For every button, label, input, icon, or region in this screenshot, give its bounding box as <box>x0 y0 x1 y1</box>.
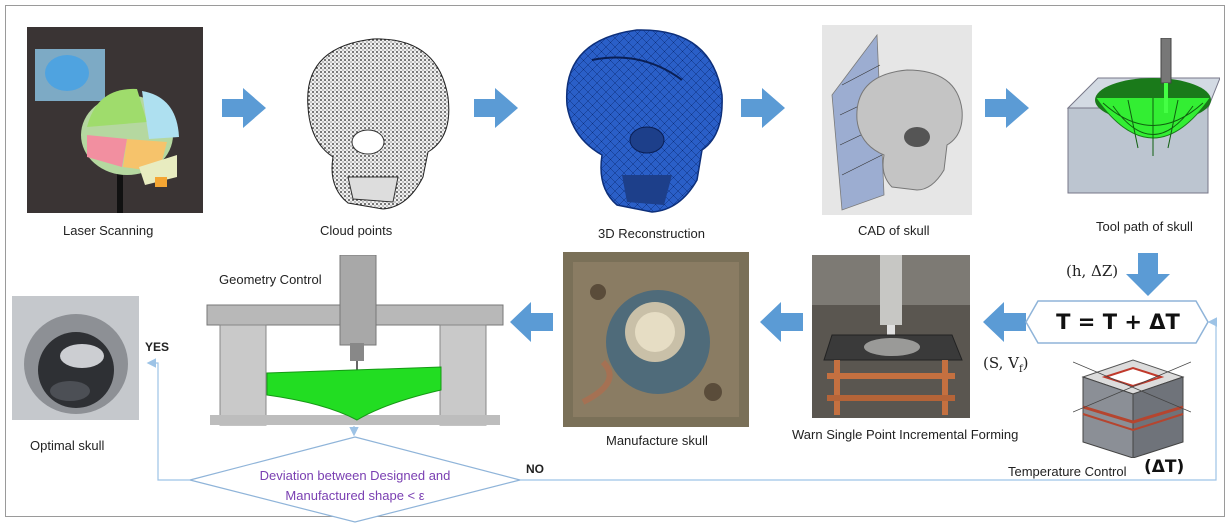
arrow-right-2 <box>474 88 518 128</box>
label-cloud-points: Cloud points <box>320 223 392 238</box>
arrow-right-1 <box>222 88 266 128</box>
arrow-left-3 <box>510 302 553 342</box>
spif-setup-photo <box>812 255 970 418</box>
arrow-down <box>1126 253 1170 296</box>
label-manufacture-skull: Manufacture skull <box>606 433 708 448</box>
tool-path-render <box>1058 38 1220 203</box>
equation-text: T = T + ΔT <box>1033 300 1203 344</box>
arrow-left-1 <box>983 302 1026 342</box>
reconstruction-skull <box>552 20 732 220</box>
cad-skull <box>822 25 972 215</box>
manufacture-skull-photo <box>563 252 749 427</box>
param-h-dz: (h, ΔZ) <box>1066 262 1118 280</box>
arrow-right-4 <box>985 88 1029 128</box>
label-temperature-control: Temperature Control <box>1008 464 1127 479</box>
cloud-points-skull <box>288 27 458 217</box>
decision-line-1: Deviation between Designed and <box>230 466 480 486</box>
label-3d-reconstruction: 3D Reconstruction <box>598 226 705 241</box>
laser-scanning-photo <box>27 27 203 213</box>
label-cad-of-skull: CAD of skull <box>858 223 930 238</box>
param-delta-t: (ΔT) <box>1144 457 1184 477</box>
optimal-skull-photo <box>12 296 139 420</box>
label-optimal-skull: Optimal skull <box>30 438 104 453</box>
arrow-left-2 <box>760 302 803 342</box>
label-spif: Warn Single Point Incremental Forming <box>792 427 1018 442</box>
temperature-control-device <box>1073 352 1191 458</box>
no-label: NO <box>526 462 544 476</box>
label-tool-path: Tool path of skull <box>1096 219 1193 234</box>
label-laser-scanning: Laser Scanning <box>63 223 153 238</box>
arrow-right-3 <box>741 88 785 128</box>
param-s-vf: (S, Vf) <box>983 354 1029 375</box>
param-s-vf-main: (S, V <box>983 354 1019 372</box>
yes-line <box>149 363 190 480</box>
param-s-vf-close: ) <box>1023 354 1029 372</box>
label-geometry-control: Geometry Control <box>219 272 322 287</box>
decision-line-2: Manufactured shape < ε <box>230 486 480 506</box>
yes-label: YES <box>145 340 169 354</box>
decision-text: Deviation between Designed and Manufactu… <box>230 466 480 506</box>
